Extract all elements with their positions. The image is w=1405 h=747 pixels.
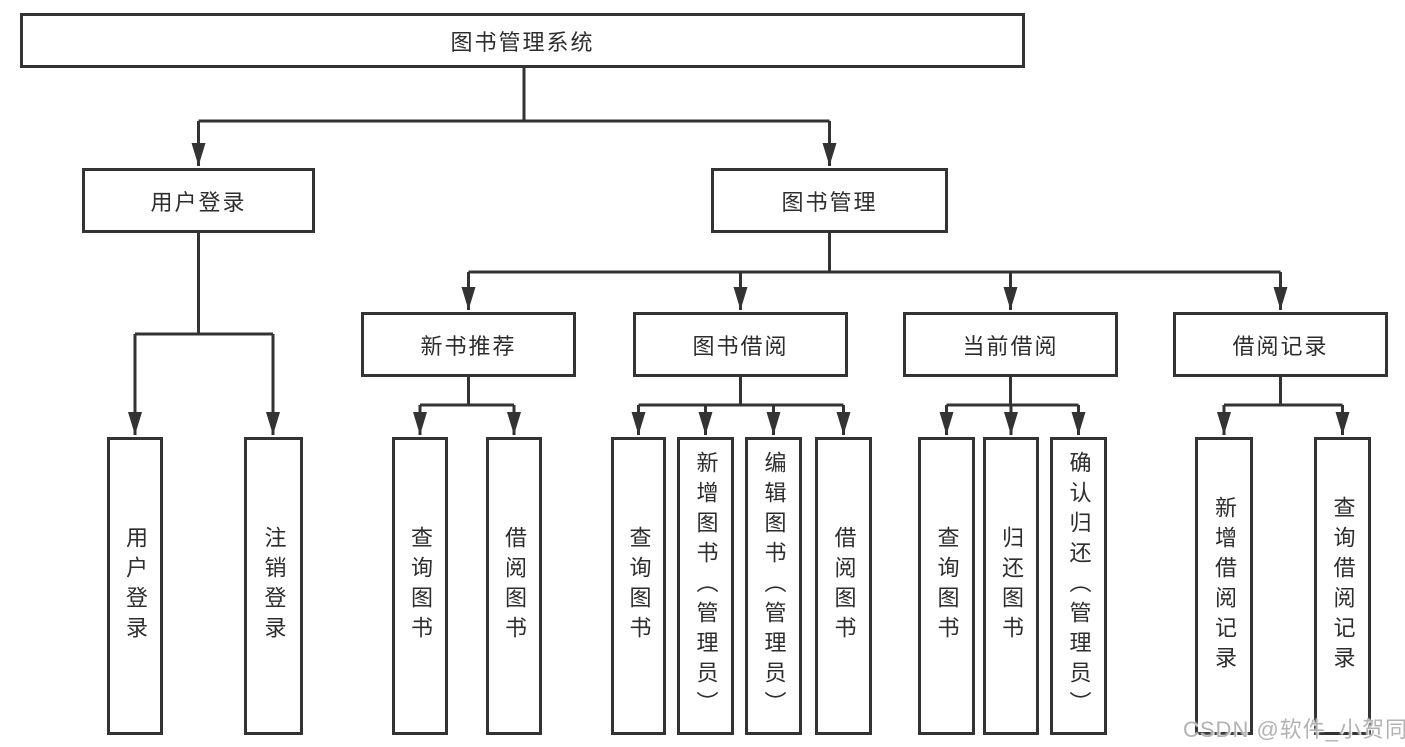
- node-label: 用户登录: [123, 526, 148, 646]
- node-label: 借阅记录: [1232, 333, 1329, 359]
- leaf-edit-books-admin: 编辑图书（管理员）: [745, 437, 802, 735]
- node-label: 新增借阅记录: [1212, 496, 1237, 676]
- node-label: 新书推荐: [420, 333, 517, 359]
- leaf-search-books-recommend: 查询图书: [392, 437, 448, 735]
- node-label: 注销登录: [261, 526, 287, 646]
- node-new-book-recommend: 新书推荐: [361, 312, 576, 377]
- node-label: 新增图书（管理员）: [693, 451, 719, 721]
- node-user-login: 用户登录: [82, 168, 315, 233]
- leaf-borrow-books: 借阅图书: [815, 437, 872, 735]
- leaf-search-books-borrow: 查询图书: [611, 437, 666, 735]
- node-current-borrowing: 当前借阅: [903, 312, 1118, 377]
- node-book-borrowing: 图书借阅: [633, 312, 848, 377]
- node-label: 借阅图书: [831, 526, 857, 646]
- leaf-borrow-books-recommend: 借阅图书: [486, 437, 542, 735]
- node-label: 图书管理系统: [450, 29, 595, 55]
- node-label: 用户登录: [150, 189, 247, 215]
- leaf-add-borrow-record: 新增借阅记录: [1195, 437, 1253, 735]
- node-label: 编辑图书（管理员）: [761, 451, 787, 721]
- node-book-management: 图书管理: [711, 168, 948, 233]
- node-label: 查询图书: [626, 526, 652, 646]
- node-label: 借阅图书: [502, 526, 527, 646]
- node-borrowing-records: 借阅记录: [1173, 312, 1388, 377]
- node-label: 当前借阅: [962, 333, 1059, 359]
- node-label: 归还图书: [999, 526, 1024, 646]
- leaf-user-login: 用户登录: [107, 437, 163, 735]
- node-label: 确认归还（管理员）: [1066, 451, 1092, 721]
- leaf-confirm-return-admin: 确认归还（管理员）: [1050, 437, 1107, 735]
- leaf-logout: 注销登录: [244, 437, 303, 735]
- node-label: 查询借阅记录: [1330, 496, 1356, 676]
- node-label: 查询图书: [408, 526, 433, 646]
- node-label: 图书借阅: [692, 333, 789, 359]
- node-label: 图书管理: [781, 189, 878, 215]
- leaf-add-books-admin: 新增图书（管理员）: [677, 437, 734, 735]
- leaf-search-borrow-record: 查询借阅记录: [1314, 437, 1371, 735]
- node-library-management-system: 图书管理系统: [20, 13, 1025, 68]
- leaf-return-books: 归还图书: [983, 437, 1039, 735]
- leaf-search-books-current: 查询图书: [918, 437, 975, 735]
- watermark: CSDN @软件_小贺同学: [1183, 717, 1405, 742]
- node-label: 查询图书: [934, 526, 960, 646]
